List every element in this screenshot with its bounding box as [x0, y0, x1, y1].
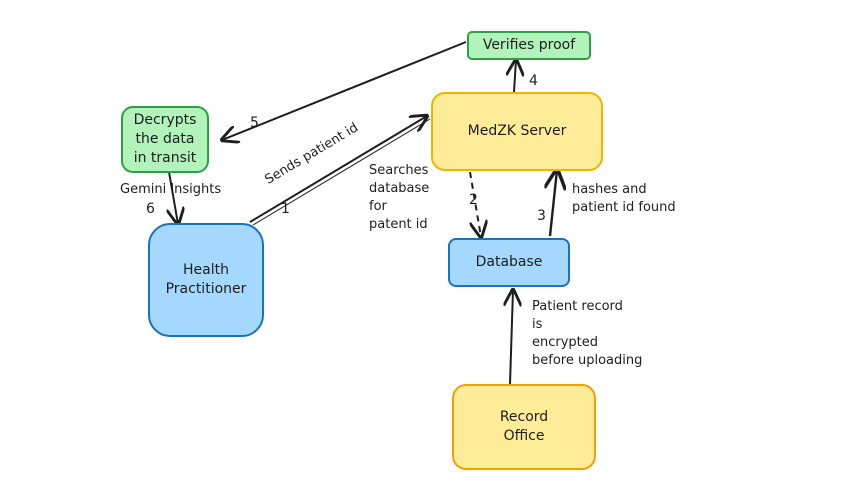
arrow-sends-patient-id	[249, 116, 427, 223]
decrypts-node: Decrypts the data in transit	[121, 106, 209, 173]
arrow-sends-patient-id-shadow	[252, 118, 431, 226]
searches-database-label: Searches database for patent id	[369, 163, 430, 232]
arrow-patient-record	[510, 290, 513, 385]
health-practitioner-node: Health Practitioner	[148, 223, 264, 337]
arrow-verifies-proof	[514, 60, 516, 93]
hashes-found-label: hashes and patient id found	[572, 182, 676, 215]
verifies-proof-node: Verifies proof	[467, 31, 591, 60]
arrow-gemini-insights	[169, 171, 178, 224]
medzk-server-node: MedZK Server	[431, 92, 603, 171]
step-3-label: 3	[537, 208, 546, 224]
step-2-label: 2	[469, 192, 478, 208]
database-node: Database	[448, 238, 570, 287]
step-5-label: 5	[250, 115, 259, 131]
step-6-label: 6	[146, 201, 155, 217]
gemini-insights-label: Gemini Insights	[120, 182, 222, 197]
step-4-label: 4	[529, 73, 538, 89]
patient-record-label: Patient record is encrypted before uploa…	[532, 299, 643, 368]
record-office-node: Record Office	[452, 384, 596, 470]
arrow-decrypts	[222, 41, 467, 140]
step-1-label: 1	[281, 201, 290, 217]
arrow-hashes-found	[550, 170, 557, 237]
